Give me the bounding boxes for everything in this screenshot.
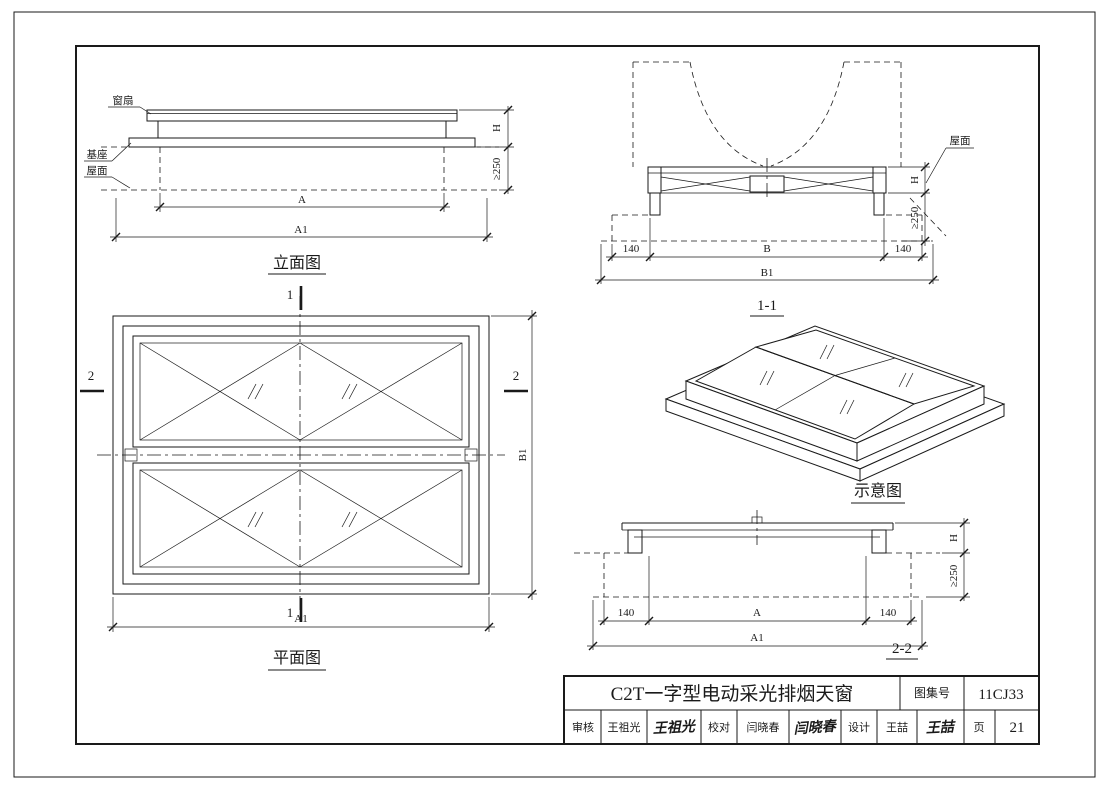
dim-label-min250-11: ≥250 [909, 206, 921, 229]
section-mark-2-left: 2 [80, 368, 104, 393]
section-2-2-view: 140 A 140 A1 H ≥250 2-2 [574, 510, 970, 660]
section22-dim-a1: A1 [587, 600, 928, 651]
reviewer-signature: 王祖光 [652, 718, 697, 737]
title-block: C2T一字型电动采光排烟天窗 图集号 11CJ33 审核 王祖光 王祖光 校对 … [563, 675, 1040, 745]
designer-label: 设计 [848, 721, 870, 734]
glass-mark [247, 383, 358, 528]
isometric-view-title: 示意图 [854, 481, 902, 500]
iso-glass-mark [759, 344, 914, 415]
dim-label-h-11: H [909, 176, 921, 184]
plan-dim-a1: A1 [107, 597, 495, 632]
dim-label-b: B [763, 243, 770, 255]
iso-base-side-right [859, 403, 1005, 482]
base-callout: 基座 [87, 148, 108, 161]
checker-signature: 闫晓春 [793, 717, 838, 737]
dim-label-140-right-22: 140 [880, 607, 897, 619]
section-1-1-view: 屋面 H ≥250 140 B 140 [595, 61, 974, 317]
dim-label-a1-plan: A1 [294, 613, 307, 625]
elevation-base [157, 120, 447, 139]
curb-left [649, 192, 661, 216]
dim-label-140-left-22: 140 [618, 607, 635, 619]
sheet-outer-border [13, 11, 1096, 778]
section22-dim-h: H ≥250 [895, 518, 970, 602]
dim-label-h: H [491, 124, 503, 132]
page-number: 21 [1010, 720, 1025, 736]
svg-text:2: 2 [88, 368, 95, 383]
svg-text:1: 1 [287, 287, 294, 302]
roof-callout: 屋面 [87, 165, 108, 177]
sheet-inner-border [75, 45, 1040, 745]
reviewer-name: 王祖光 [608, 720, 641, 734]
atlas-label: 图集号 [914, 685, 950, 700]
dim-label-a-22: A [753, 607, 761, 619]
checker-name: 闫晓春 [747, 721, 780, 734]
dim-label-min250: ≥250 [491, 157, 503, 180]
reviewer-label: 审核 [572, 720, 594, 734]
dim-label-h-22: H [948, 534, 960, 542]
elevation-view: 窗扇 基座 屋面 A A1 [84, 94, 514, 275]
roof-callout-11: 屋面 [950, 135, 971, 147]
plan-dim-b1: B1 [491, 310, 537, 600]
page-label: 页 [974, 722, 985, 734]
plan-bottom-sash [132, 462, 470, 575]
curb-left-22 [627, 529, 643, 554]
section11-dim-b: 140 B 140 [606, 218, 928, 262]
svg-text:2: 2 [513, 368, 520, 383]
elevation-flange [128, 137, 476, 148]
dim-label-a1-22: A1 [750, 632, 763, 644]
dim-label-140-right: 140 [895, 243, 912, 255]
plan-top-sash [132, 335, 470, 448]
checker-label: 校对 [708, 720, 730, 734]
section22-dim-a: 140 A 140 [598, 556, 917, 626]
plan-view: 1 1 2 2 B1 A1 [80, 286, 537, 671]
dim-label-b1: B1 [761, 267, 774, 279]
section-mark-1-top: 1 [287, 286, 303, 310]
dim-label-140-left: 140 [623, 243, 640, 255]
plan-view-title: 平面图 [273, 650, 321, 667]
jamb-left [647, 166, 662, 194]
dim-label-b1-plan: B1 [517, 449, 529, 462]
elevation-sash [146, 109, 458, 122]
curb-right-22 [871, 529, 887, 554]
dim-label-a: A [298, 194, 306, 206]
section-mark-1-bottom: 1 [287, 598, 303, 622]
curb-right [873, 192, 885, 216]
section22-view-title: 2-2 [892, 641, 912, 657]
section-mark-2-right: 2 [504, 368, 528, 393]
dim-label-min250-22: ≥250 [948, 564, 960, 587]
sash-callout: 窗扇 [113, 94, 134, 107]
atlas-number: 11CJ33 [978, 687, 1023, 703]
section11-dim-h: H ≥250 [888, 162, 930, 246]
svg-text:1: 1 [287, 605, 294, 620]
elevation-dim-a1: A1 [110, 198, 493, 242]
elevation-dim-h: H ≥250 [459, 105, 514, 195]
drawing-title: C2T一字型电动采光排烟天窗 [611, 683, 854, 705]
isometric-view: 示意图 [664, 325, 1006, 504]
designer-signature: 王喆 [925, 718, 957, 737]
jamb-right [872, 166, 887, 194]
dim-label-a1: A1 [294, 224, 307, 236]
section11-view-title: 1-1 [757, 298, 777, 314]
plan-outer-frame [112, 315, 490, 595]
designer-name: 王喆 [886, 721, 908, 734]
elevation-dim-a: A [154, 193, 450, 212]
iso-curb-side-right [856, 385, 985, 462]
elevation-view-title: 立面图 [273, 254, 321, 272]
section11-dim-b1: B1 [595, 244, 939, 285]
